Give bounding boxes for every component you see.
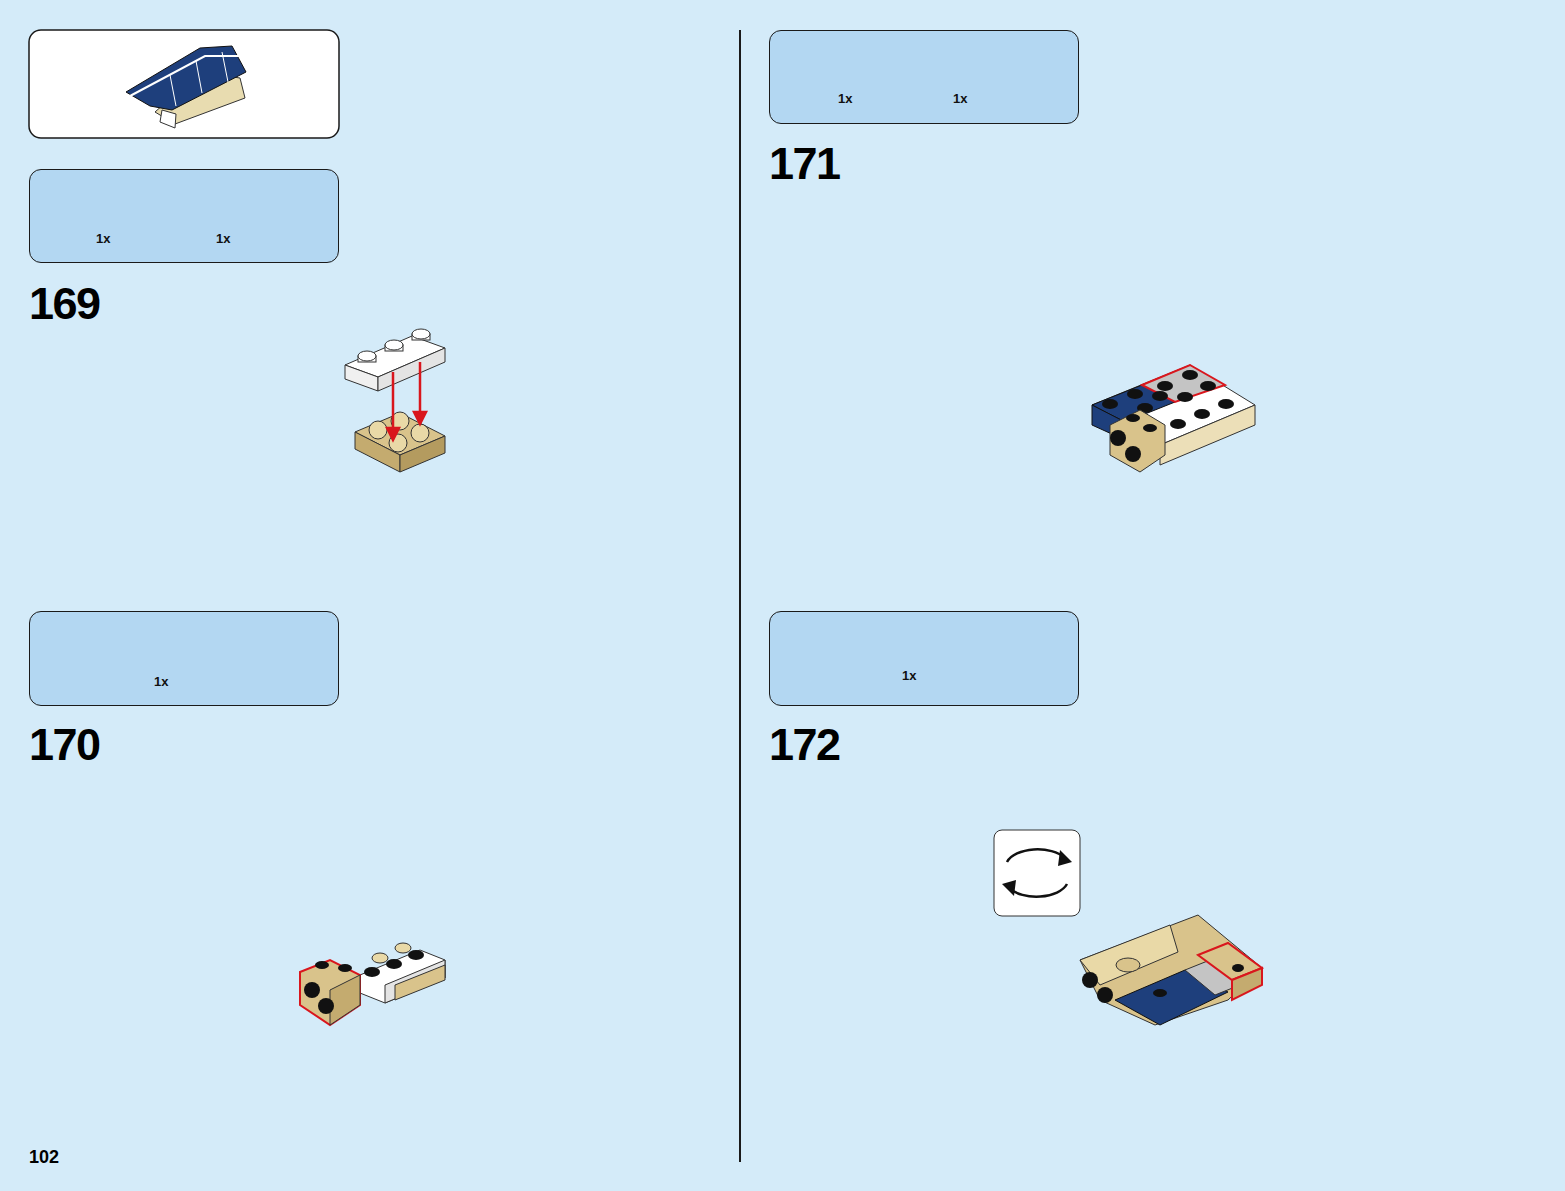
step-number: 170 [29,722,100,767]
part-quantity: 1x [838,92,852,105]
parts-list-panel: 1x [769,611,1079,706]
step-170-illustration [300,943,445,1025]
step-171-illustration [1092,365,1255,472]
step-172-illustration [994,830,1262,1025]
part-quantity: 1x [902,669,916,682]
page-number: 102 [29,1148,59,1166]
part-quantity: 1x [216,232,230,245]
part-quantity: 1x [154,675,168,688]
part-icons [96,55,1010,668]
parts-list-panel: 1x 1x [769,30,1079,124]
rotate-icon [994,830,1080,916]
parts-list-panel: 1x [29,611,339,706]
step-number: 172 [769,722,840,767]
step-number: 169 [29,281,100,326]
submodel-preview [29,30,339,138]
step-number: 171 [769,141,840,186]
column-divider [739,30,741,1162]
step-169-illustration [345,329,445,472]
parts-list-panel: 1x 1x [29,169,339,263]
part-quantity: 1x [96,232,110,245]
part-quantity: 1x [953,92,967,105]
